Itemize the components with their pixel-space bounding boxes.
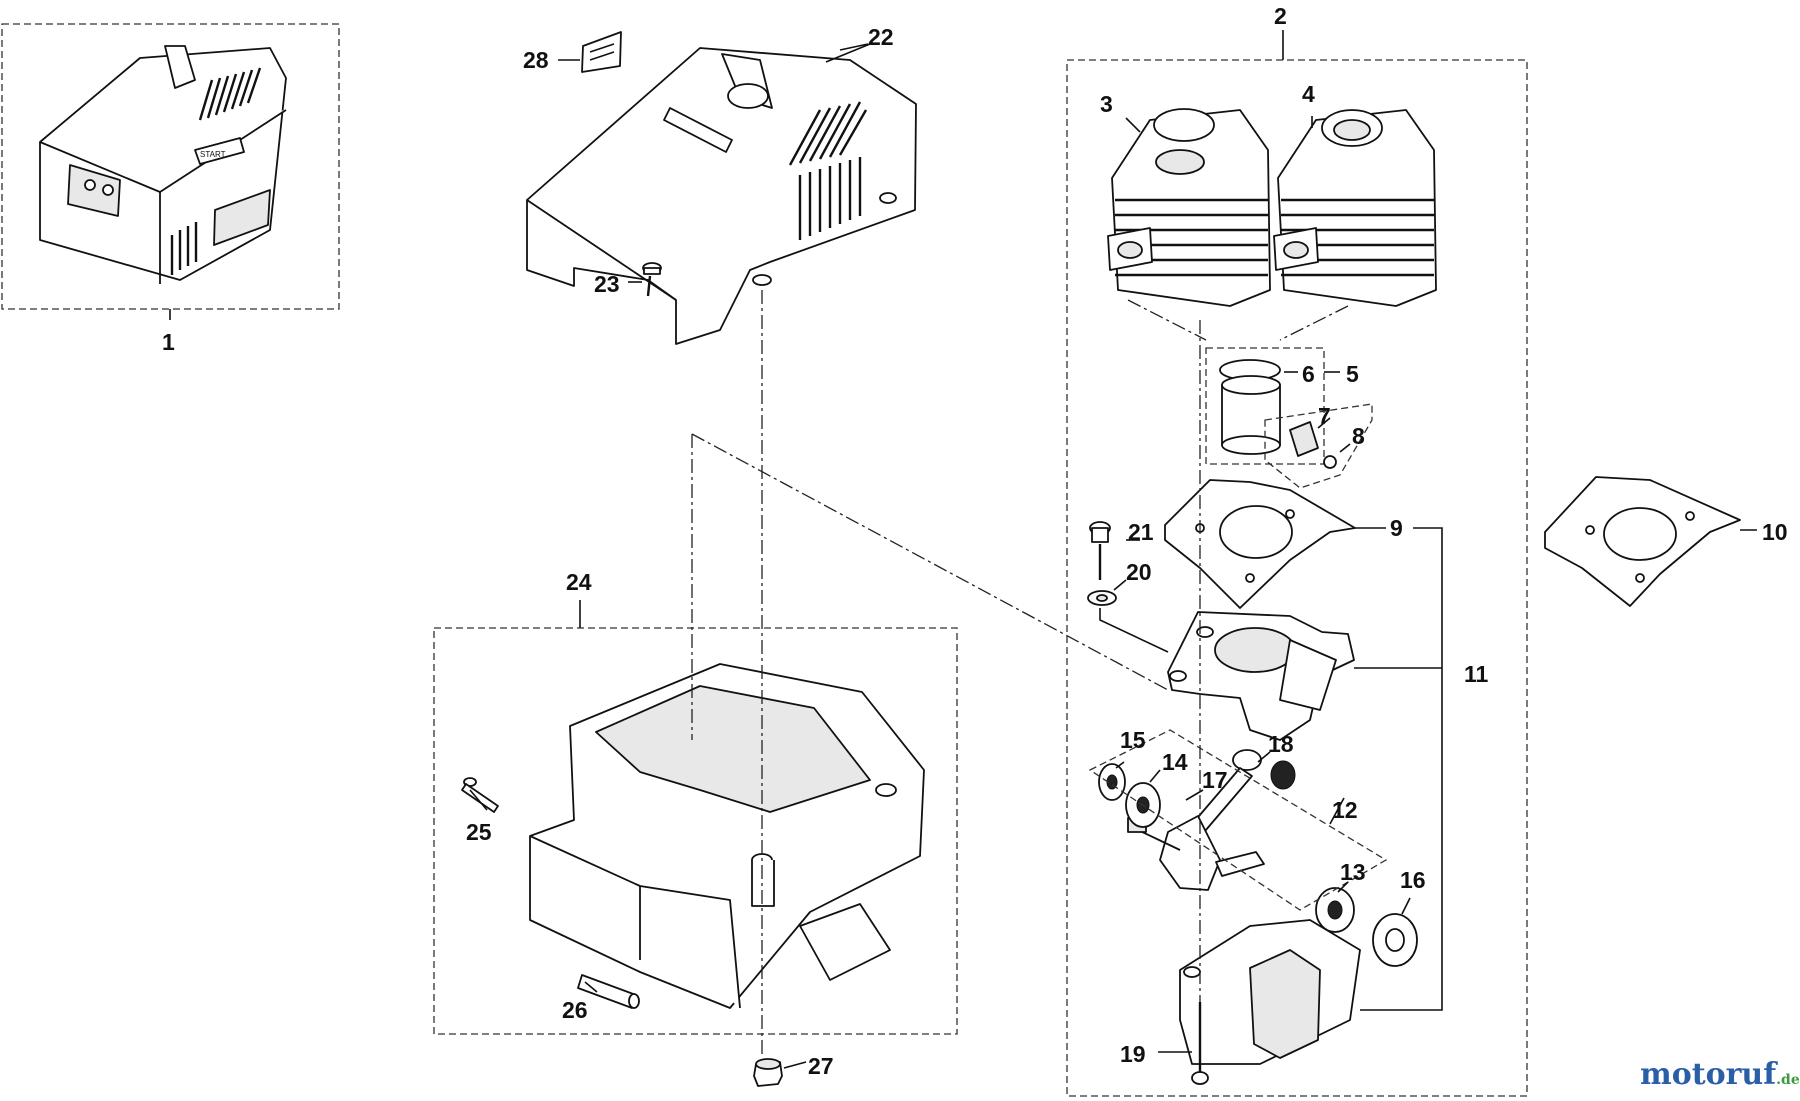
- callout-21: 21: [1128, 519, 1154, 545]
- callout-12: 12: [1332, 797, 1358, 823]
- callout-17: 17: [1202, 767, 1228, 793]
- brand-logo: motoruf.de: [1640, 1057, 1800, 1092]
- cover-assembly: START: [39, 45, 287, 284]
- gasket-9: [1164, 479, 1356, 609]
- callout-10: 10: [1762, 519, 1788, 545]
- callout-1: 1: [162, 329, 175, 355]
- screw-21: [1089, 521, 1111, 580]
- seal-15: [1098, 763, 1126, 801]
- crankcase-upper: [1167, 611, 1355, 741]
- brand-name: motoruf: [1640, 1057, 1778, 1092]
- callout-2: 2: [1274, 3, 1287, 29]
- leader-lines: [469, 43, 1443, 1069]
- callout-11: 11: [1464, 661, 1489, 687]
- top-cover: [526, 43, 917, 345]
- callout-14: 14: [1162, 749, 1188, 775]
- lower-housing: [529, 663, 925, 1009]
- washer-20: [1087, 590, 1117, 606]
- screw-23: [628, 262, 662, 297]
- callout-labels: 1 2 3 4 5 6 7 8 9 10 11 12 13 14 15 16 1…: [162, 3, 1788, 1079]
- callout-26: 26: [562, 997, 588, 1023]
- callout-25: 25: [466, 819, 492, 845]
- callout-3: 3: [1100, 91, 1113, 117]
- brand-suffix: .de: [1776, 1072, 1800, 1088]
- callout-19: 19: [1120, 1041, 1146, 1067]
- group-box-1: [1, 23, 340, 310]
- cylinder-4: [1273, 109, 1437, 307]
- callout-6: 6: [1302, 361, 1315, 387]
- bolt-19: [1191, 1002, 1209, 1085]
- callout-20: 20: [1126, 559, 1152, 585]
- group-box-5: [1205, 347, 1325, 465]
- callout-22: 22: [868, 24, 894, 50]
- seal-16: [1372, 913, 1418, 967]
- group-box-24: [433, 627, 958, 1035]
- callout-15: 15: [1120, 727, 1146, 753]
- callout-28: 28: [523, 47, 549, 73]
- callout-7: 7: [1318, 403, 1331, 429]
- callout-23: 23: [594, 271, 620, 297]
- piston: [1219, 359, 1373, 489]
- callout-13: 13: [1340, 859, 1366, 885]
- crankcase-lower: [1179, 919, 1361, 1065]
- callout-27: 27: [808, 1053, 834, 1079]
- callout-8: 8: [1352, 423, 1365, 449]
- callout-4: 4: [1302, 81, 1315, 107]
- callout-9: 9: [1390, 515, 1403, 541]
- callout-18: 18: [1268, 731, 1294, 757]
- gasket-10: [1544, 476, 1757, 607]
- callout-24: 24: [566, 569, 592, 595]
- bearing-13: [1315, 887, 1355, 933]
- tube-26: [577, 974, 640, 1009]
- pin-25: [461, 777, 499, 813]
- callout-16: 16: [1400, 867, 1426, 893]
- callout-5: 5: [1346, 361, 1359, 387]
- start-label: START: [200, 150, 226, 159]
- label-sticker: [558, 31, 622, 73]
- cylinder-3: [1107, 108, 1271, 307]
- foot-27: [753, 1058, 783, 1087]
- svg-text:motoruf.de: motoruf.de: [1640, 1057, 1800, 1092]
